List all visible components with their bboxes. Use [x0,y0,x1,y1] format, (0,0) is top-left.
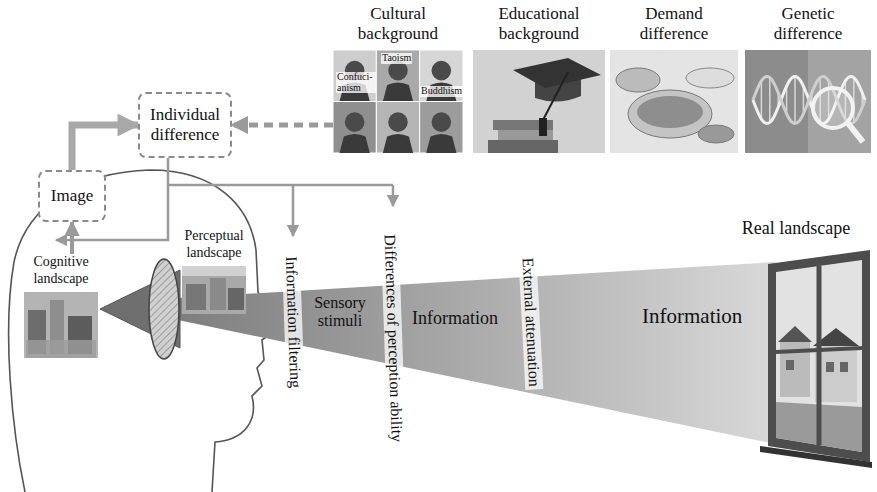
illustration-part [26,340,96,358]
connector-arrow [232,123,333,128]
eye-lens [149,259,179,359]
illustration-part [186,284,206,310]
curved-label: External attenuation [517,254,542,390]
illustration-part [488,140,558,153]
perceptual-picture [176,264,252,316]
picture-label: Cognitive landscape [22,254,100,288]
illustration-part [698,125,734,143]
picture-caption: Buddhism [420,86,463,97]
illustration-part [513,58,601,88]
beam-label: Information [412,308,498,329]
dashed-box: Image [38,170,106,222]
illustration-part [376,102,419,154]
curved-label: Differences of perception ability [380,231,406,446]
panel-heading: Genetic difference [745,4,871,48]
picture-label: Perceptual landscape [176,228,252,262]
illustration-part [769,77,771,123]
illustration-part [345,112,365,132]
illustration-part [345,61,365,81]
illustration-part [473,50,605,153]
connector-arrow [70,222,74,254]
panel-heading: Educational background [473,4,605,48]
picture-caption: Taoism [381,53,412,64]
demand-picture [610,50,738,153]
landscape-picture: Cognitive landscape [22,254,100,360]
illustration-part [432,61,452,81]
illustration-part [768,250,870,462]
illustration-part [776,260,862,452]
illustration-part [420,50,463,102]
illustration-part [228,288,244,310]
illustration-part [340,134,370,153]
landscape-picture: Perceptual landscape [176,228,252,316]
illustration-part [432,112,452,132]
picture-caption: Confuci- anism [336,72,376,93]
beam-label: Sensory stimuli [309,294,371,331]
education-picture [473,50,605,153]
illustration-part [745,50,871,153]
connector-arrow [72,125,138,170]
illustration-part [383,82,413,101]
illustration-part [637,96,703,128]
illustration-part [383,134,413,153]
illustration-part [761,81,763,120]
illustration-part [388,112,408,132]
illustration-part [543,72,568,120]
illustration-part [420,102,463,154]
illustration-part [388,61,408,81]
illustration-part [182,266,246,276]
factor-panel: Demand difference [610,4,738,153]
panel-heading: Cultural background [333,4,463,48]
picture-label: Real landscape [720,218,872,240]
illustration-part [826,362,834,372]
factor-panel: Genetic difference [745,4,871,153]
illustration-part [333,50,376,102]
window-picture: Real landscape [720,218,872,470]
illustration-part [616,68,660,92]
box-label: Individual difference [146,105,224,146]
illustration-part [786,360,794,370]
illustration-part [333,102,376,154]
influence-arrow [392,185,395,206]
illustration-part [340,82,370,101]
beam-label: Information [642,304,742,328]
illustration-part [376,50,419,102]
illustration-part [808,50,871,153]
illustration-part [817,266,822,445]
factor-panel: Educational background [473,4,605,153]
illustration-part [760,446,872,468]
window-picture [720,242,872,470]
curved-label: Information filtering [281,253,304,392]
illustration-part [778,326,812,342]
dashed-box: Individual difference [138,92,232,158]
information-beam [178,262,775,444]
influence-line [168,184,393,187]
illustration-part [610,50,738,153]
illustration-part [847,122,863,142]
illustration-part [840,362,848,372]
cultural-picture [333,50,463,153]
illustration-part [24,292,98,358]
illustration-part [776,348,862,352]
illustration-part [426,134,456,153]
cognitive-picture [22,290,100,360]
panel-heading: Demand difference [610,4,738,48]
illustration-part [794,76,796,124]
illustration-part [426,82,456,101]
influence-arrow [292,185,295,236]
illustration-part [210,278,226,310]
factor-panel: Cultural backgroundConfuci- anism TaoismB… [333,4,463,153]
illustration-part [686,68,734,88]
illustration-part [182,266,246,314]
genetic-picture [745,50,871,153]
illustration-part [539,118,547,136]
box-label: Image [51,186,93,206]
